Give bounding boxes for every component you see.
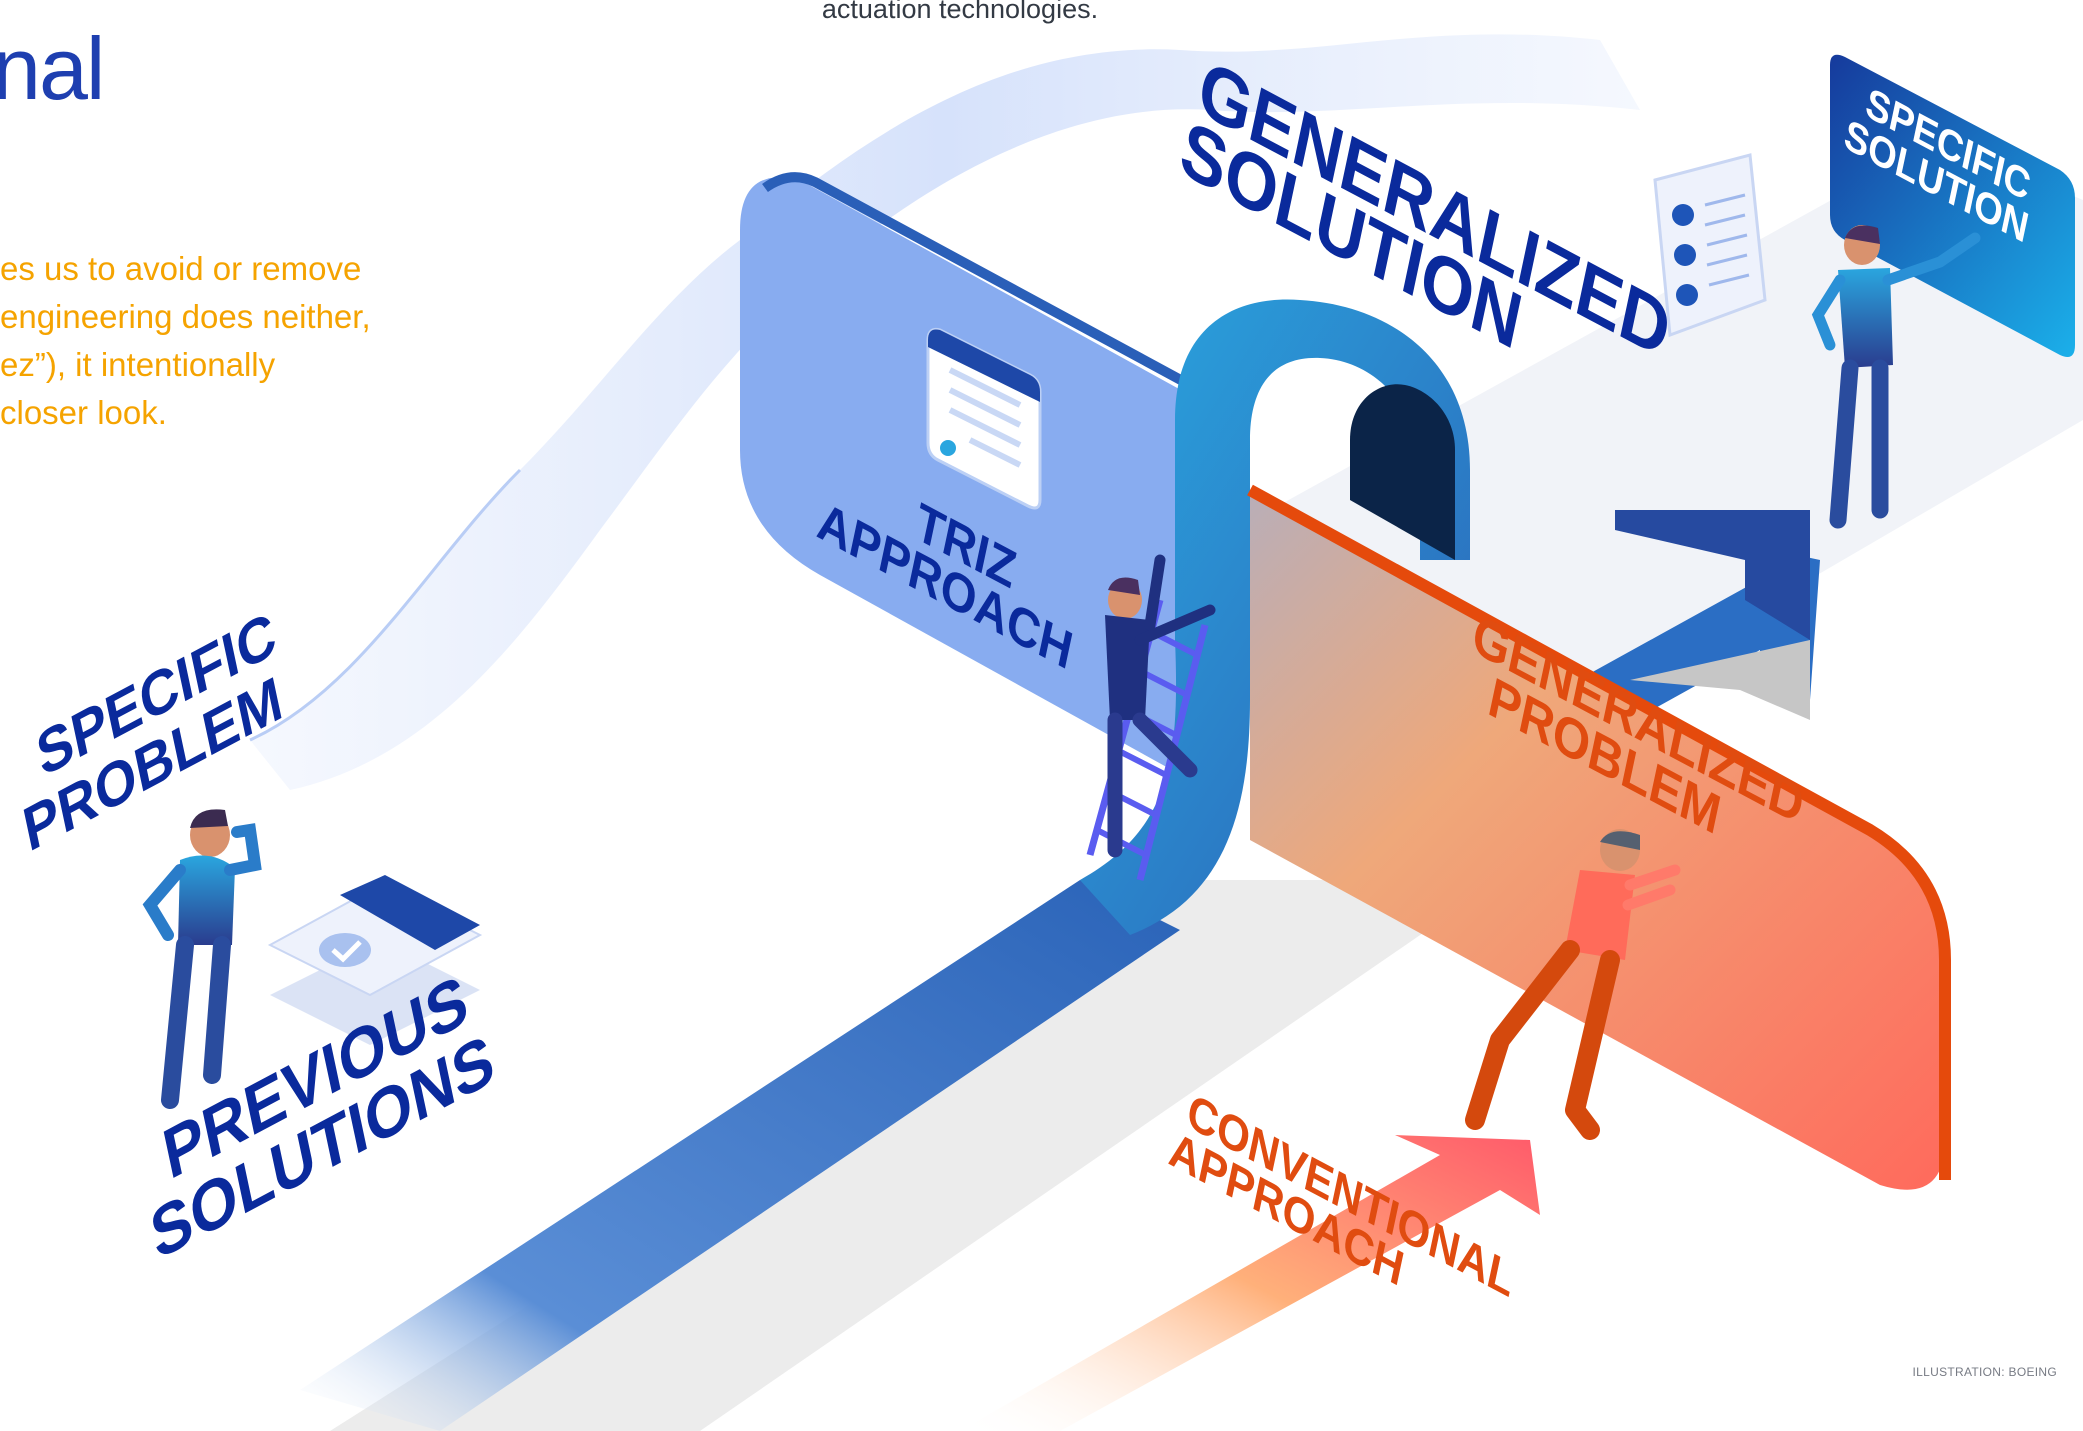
loop-opening [1350,384,1455,560]
person-pointing [1811,225,1981,529]
background-ribbon-edge [249,468,522,742]
conventional-arrow [960,1135,1540,1431]
arrow-head [1615,510,1810,640]
person-looking [142,809,262,1109]
intro-line: engineering does neither, [0,298,371,335]
intro-line: ez”), it intentionally [0,346,276,383]
triz-panel-edge [762,172,1193,390]
person-climbing [1105,554,1216,858]
specific-solution-card [1830,54,2075,358]
generalized-problem-wall [1250,490,1945,1190]
page-title-fragment: nal [0,19,105,118]
top-caption: actuation technologies. [821,0,1099,24]
intro-line: closer look. [0,394,167,431]
intro-paragraph: es us to avoid or remove engineering doe… [0,245,371,437]
window-icon [926,328,1042,510]
triz-panel [740,177,1190,780]
person-pushing [1465,829,1681,1140]
illustration-credit: ILLUSTRATION: BOEING [1912,1365,2057,1379]
intro-line: es us to avoid or remove [0,250,362,287]
triz-track [300,880,1180,1431]
wall-edge [1247,484,1951,1180]
checklist-icon [1653,153,1767,338]
checkmark-card-icon [267,875,483,1045]
arrow-shadow [1630,640,1810,720]
background-ribbon [250,34,1640,790]
triz-loop [1080,299,1470,935]
